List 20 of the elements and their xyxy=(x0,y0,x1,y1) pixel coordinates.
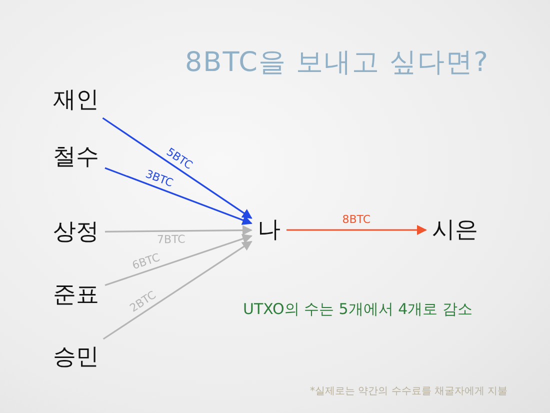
name-label: 준표 xyxy=(51,281,101,309)
name-label: 상정 xyxy=(51,218,101,246)
name-label: 승민 xyxy=(51,343,101,371)
arrow xyxy=(105,225,252,236)
edge-label: 7BTC xyxy=(156,234,186,246)
arrow xyxy=(104,167,252,225)
arrow xyxy=(286,225,427,235)
arrow xyxy=(102,117,252,219)
arrow xyxy=(102,240,252,340)
arrow xyxy=(104,234,252,286)
name-label: 재인 xyxy=(51,86,101,114)
name-label: 나 xyxy=(256,216,282,244)
edge-label: 6BTC xyxy=(130,251,162,272)
edge-label: 8BTC xyxy=(341,214,372,226)
footnote: *실제로는 약간의 수수료를 채굴자에게 지불 xyxy=(310,385,508,398)
note-text: UTXO의 수는 5개에서 4개로 감소 xyxy=(243,300,472,319)
name-label: 시은 xyxy=(430,216,480,244)
edge-label: 3BTC xyxy=(143,168,176,190)
name-label: 철수 xyxy=(51,143,101,171)
title: 8BTC을 보내고 싶다면? xyxy=(185,46,489,80)
